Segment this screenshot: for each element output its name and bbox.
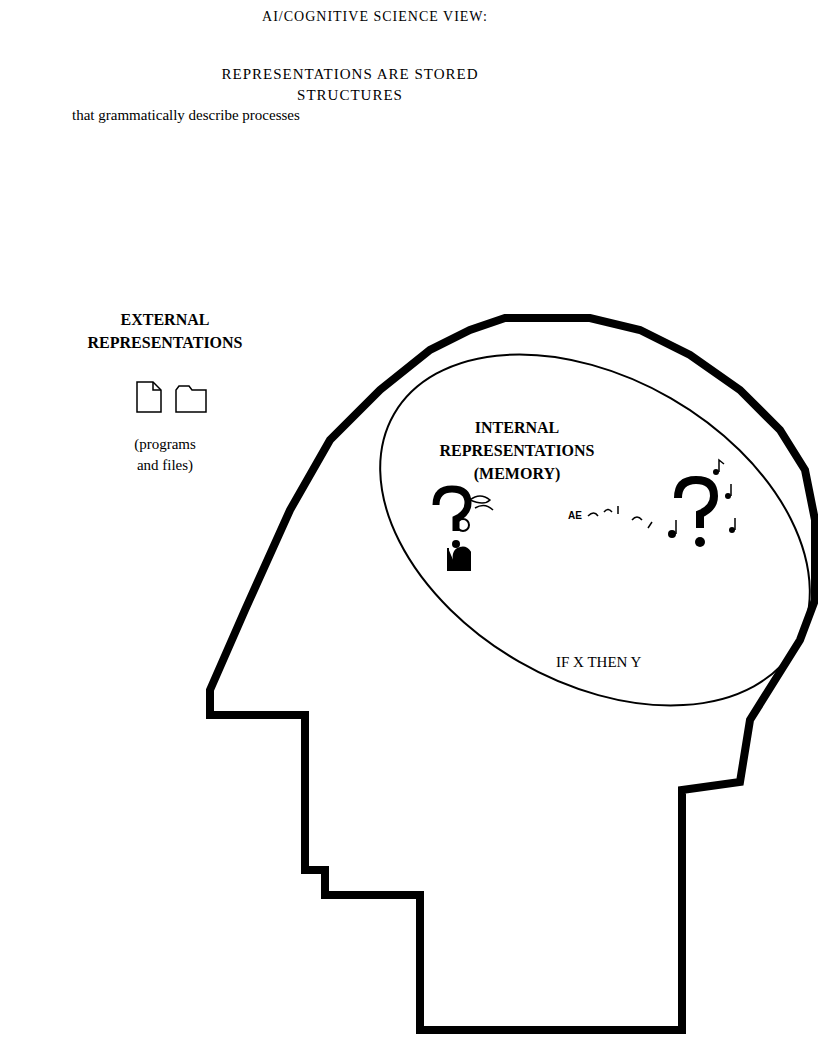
folder-icon	[176, 386, 206, 412]
diagram-title: AI/COGNITIVE SCIENCE VIEW:	[220, 9, 530, 25]
clipart-letters: AE	[568, 510, 582, 521]
subtitle-note: that grammatically describe processes	[72, 107, 300, 124]
memory-heading: INTERNAL REPRESENTATIONS (MEMORY)	[422, 416, 612, 485]
rule-text: IF X THEN Y	[556, 654, 641, 671]
head-outline	[210, 318, 815, 1030]
external-heading: EXTERNAL REPRESENTATIONS	[70, 308, 260, 354]
memory-ellipse: INTERNAL REPRESENTATIONS (MEMORY) IF X TH…	[360, 320, 818, 740]
document-icon	[137, 382, 161, 412]
ellipse-outline	[360, 320, 818, 740]
subtitle-statement: REPRESENTATIONS ARE STORED STRUCTURES	[205, 64, 495, 106]
external-note: (programs and files)	[122, 434, 208, 476]
